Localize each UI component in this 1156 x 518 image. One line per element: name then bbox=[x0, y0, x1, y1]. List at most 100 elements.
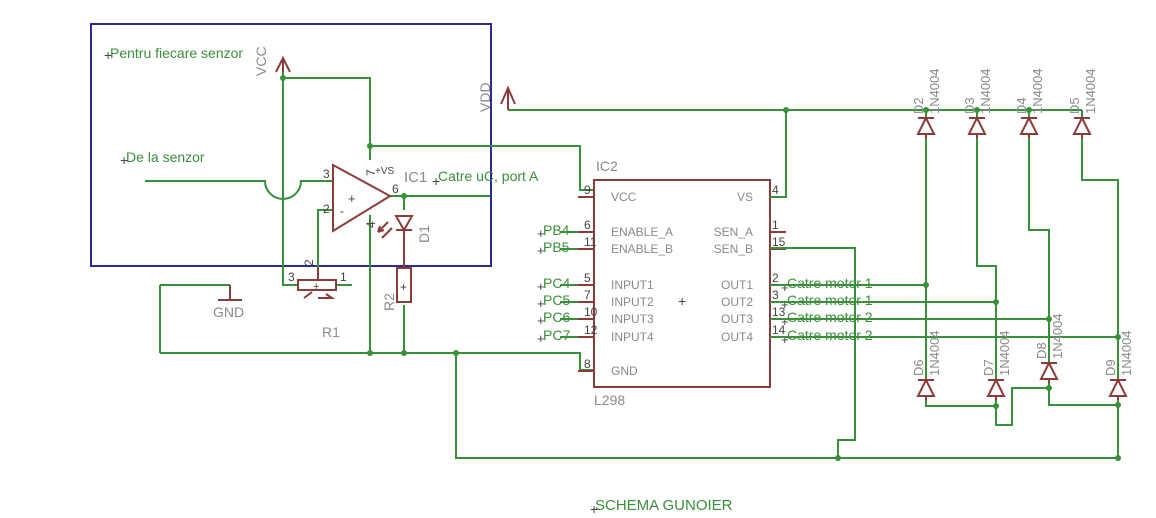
ic2-l298: IC2 L298 + VCC9ENABLE_A6+PB4ENABLE_B11+P… bbox=[537, 158, 873, 408]
port-label: PB5 bbox=[543, 239, 570, 255]
vdd-supply-symbol: VDD bbox=[477, 82, 516, 112]
diode-value: 1N4004 bbox=[1050, 313, 1065, 359]
opamp-ic1: + - 3 2 6 7 4 +VS IC1 bbox=[323, 163, 427, 233]
port-origin-mark: + bbox=[537, 279, 545, 294]
port-label: PC7 bbox=[543, 327, 570, 343]
pin-number: 7 bbox=[584, 288, 591, 302]
pin-number: 13 bbox=[772, 305, 786, 319]
opamp-pin-7: 7 bbox=[364, 169, 378, 176]
pin-name: SEN_B bbox=[714, 242, 753, 256]
pin-number: 2 bbox=[772, 271, 779, 285]
motor-origin-mark: + bbox=[781, 332, 789, 347]
pin-name: INPUT3 bbox=[611, 312, 654, 326]
motor-origin-mark: + bbox=[781, 280, 789, 295]
pin-name: OUT3 bbox=[721, 312, 753, 326]
pin-name: VS bbox=[737, 190, 753, 204]
pot-pin-1: 1 bbox=[340, 270, 347, 284]
pin-name: INPUT2 bbox=[611, 295, 654, 309]
diode-ref: D3 bbox=[962, 97, 977, 114]
pin-number: 8 bbox=[584, 357, 591, 371]
vcc-label: VCC bbox=[253, 46, 269, 76]
pin-number: 6 bbox=[584, 218, 591, 232]
vdd-label: VDD bbox=[477, 82, 493, 112]
diode-ref: D4 bbox=[1014, 97, 1029, 114]
schematic-title: SCHEMA GUNOIER bbox=[595, 497, 733, 514]
input-label: De la senzor bbox=[126, 149, 205, 165]
diode-value: 1N4004 bbox=[1083, 68, 1098, 114]
output-label: Catre uC, port A bbox=[438, 168, 539, 184]
ic2-pin-enable-b: ENABLE_B11+PB5 bbox=[537, 235, 673, 258]
ic2-left-pins: VCC9ENABLE_A6+PB4ENABLE_B11+PB5INPUT15+P… bbox=[537, 183, 673, 378]
port-label: PC6 bbox=[543, 309, 570, 325]
port-origin-mark: + bbox=[537, 243, 545, 258]
diode-value: 1N4004 bbox=[997, 330, 1012, 376]
gnd-symbol: GND bbox=[213, 285, 244, 320]
r2-label: R2 bbox=[381, 293, 397, 311]
pot-pin-3: 3 bbox=[288, 270, 295, 284]
pin-number: 10 bbox=[584, 305, 598, 319]
diode-ref: D6 bbox=[911, 359, 926, 376]
pin-number: 9 bbox=[584, 183, 591, 197]
input-origin-mark: + bbox=[120, 152, 128, 168]
pin-name: SEN_A bbox=[714, 225, 753, 239]
frame-origin-mark: + bbox=[104, 47, 112, 63]
diode-value: 1N4004 bbox=[978, 68, 993, 114]
pin-number: 15 bbox=[772, 235, 786, 249]
pot-mark: + bbox=[313, 281, 319, 293]
ic2-pin-sen-a: SEN_A 1 bbox=[714, 218, 786, 239]
diode-ref: D2 bbox=[911, 97, 926, 114]
potentiometer-r1: + 3 2 1 R1 bbox=[288, 259, 347, 340]
pin-name: OUT1 bbox=[721, 278, 753, 292]
opamp-minus-sign: - bbox=[340, 204, 344, 218]
pin-number: 5 bbox=[584, 271, 591, 285]
opamp-pin-3: 3 bbox=[323, 167, 330, 181]
port-label: PC4 bbox=[543, 275, 570, 291]
diode-value: 1N4004 bbox=[1119, 330, 1134, 376]
motor-label: Catre motor 2 bbox=[787, 327, 873, 343]
ic2-wiring bbox=[508, 109, 1119, 458]
pin-name: ENABLE_A bbox=[611, 225, 673, 239]
junctions bbox=[280, 75, 1121, 461]
pin-name: INPUT1 bbox=[611, 278, 654, 292]
output-origin-mark: + bbox=[432, 173, 440, 189]
ic2-pin-input1: INPUT1 5 +PC4 bbox=[537, 271, 654, 294]
ic2-pin-enable-a: ENABLE_A6+PB4 bbox=[537, 218, 673, 241]
title-origin-mark: + bbox=[590, 501, 598, 517]
frame-label: Pentru fiecare senzor bbox=[110, 45, 243, 61]
motor-origin-mark: + bbox=[781, 297, 789, 312]
d1-label: D1 bbox=[416, 225, 432, 243]
pin-number: 11 bbox=[584, 235, 597, 249]
diode-ref: D9 bbox=[1103, 359, 1118, 376]
motor-label: Catre motor 2 bbox=[787, 309, 873, 325]
led-d1: D1 bbox=[377, 215, 432, 268]
r2-mark: + bbox=[400, 280, 407, 294]
diode-value: 1N4004 bbox=[927, 330, 942, 376]
opamp-plus-sign: + bbox=[348, 191, 356, 206]
diode-value: 1N4004 bbox=[1030, 68, 1045, 114]
pin-number: 1 bbox=[772, 218, 779, 232]
ic1-label: IC1 bbox=[404, 169, 427, 186]
port-label: PB4 bbox=[543, 222, 570, 238]
port-origin-mark: + bbox=[537, 331, 545, 346]
diode-ref: D7 bbox=[981, 359, 996, 376]
pin-number: 14 bbox=[772, 323, 786, 337]
r1-label: R1 bbox=[322, 324, 340, 340]
gnd-label: GND bbox=[213, 304, 244, 320]
